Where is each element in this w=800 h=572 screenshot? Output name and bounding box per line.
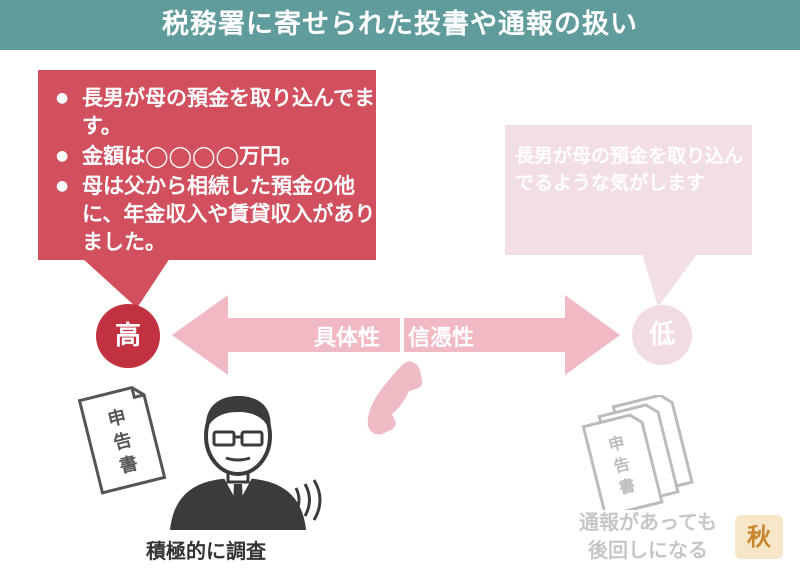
postponed-caption-line: 通報があっても — [579, 510, 717, 534]
active-investigation-caption: 積極的に調査 — [146, 539, 266, 563]
low-report-text: 長男が母の預金を取り込んでるような気がします — [515, 145, 744, 194]
page-title: 税務署に寄せられた投書や通報の扱い — [162, 9, 638, 40]
low-credibility-report-box: 長男が母の預金を取り込んでるような気がします — [505, 125, 752, 255]
report-bullet: 金額は◯◯◯◯万円。 — [56, 142, 376, 170]
high-box-tail — [82, 258, 170, 308]
high-credibility-report-box: 長男が母の預金を取り込んでます。 金額は◯◯◯◯万円。 母は父から相続した預金の… — [38, 70, 376, 260]
specificity-label: 具体性 — [314, 326, 381, 351]
credibility-label: 信憑性 — [408, 326, 475, 351]
sound-waves-icon — [294, 479, 322, 521]
report-bullet: 長男が母の預金を取り込んでます。 — [56, 84, 376, 140]
high-circle: 高 — [96, 304, 160, 368]
doc-char: 書 — [617, 475, 637, 497]
report-bullet: 母は父から相続した預金の他に、年金収入や賃貸収入がありました。 — [56, 172, 376, 256]
report-bullet-list: 長男が母の預金を取り込んでます。 金額は◯◯◯◯万円。 母は父から相続した預金の… — [56, 84, 376, 258]
stacked-documents-icon: 申 告 書 — [581, 395, 694, 510]
tax-return-document-icon: 申 告 書 — [77, 385, 167, 495]
postponed-caption: 通報があっても 後回しになる — [548, 508, 748, 564]
doc-char: 告 — [612, 454, 632, 476]
doc-char: 申 — [105, 405, 128, 431]
postponed-caption-line: 後回しになる — [588, 538, 708, 562]
title-bar — [0, 0, 800, 50]
low-box-tail — [642, 253, 698, 307]
investigator-person-icon — [170, 396, 306, 530]
phone-icon — [367, 361, 423, 435]
doc-char: 書 — [117, 453, 140, 478]
doc-char: 申 — [606, 433, 626, 455]
low-circle: 低 — [632, 305, 692, 365]
doc-char: 告 — [111, 429, 134, 455]
site-logo: 秋 — [735, 515, 783, 559]
